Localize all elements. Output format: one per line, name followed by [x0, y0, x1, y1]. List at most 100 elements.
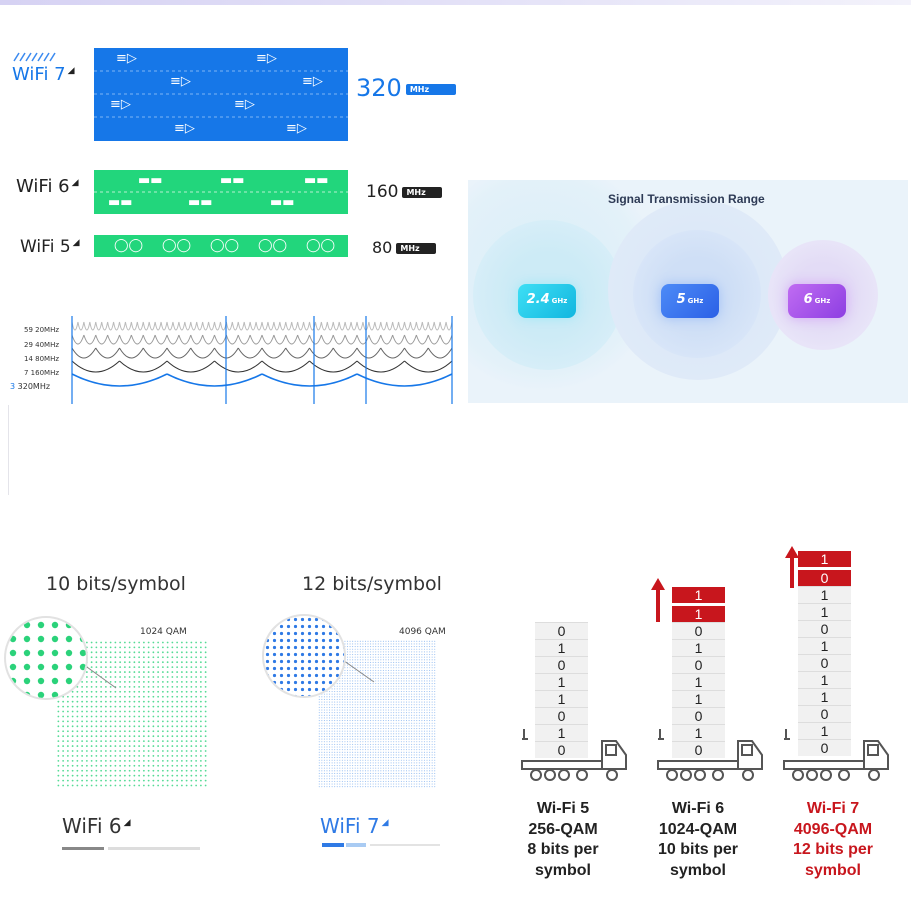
constellation-dot	[418, 714, 420, 716]
constellation-dot	[370, 738, 372, 740]
constellation-dot	[123, 666, 126, 669]
constellation-dot	[328, 783, 331, 785]
constellation-dot	[418, 722, 420, 724]
bicycle-icon: ◯◯	[258, 238, 288, 253]
constellation-dot	[62, 725, 65, 728]
constellation-dot	[85, 676, 88, 678]
constellation-dot	[339, 701, 341, 703]
constellation-dot	[405, 759, 408, 761]
constellation-dot	[423, 730, 426, 732]
constellation-dot	[349, 759, 351, 761]
constellation-dot	[387, 754, 390, 756]
constellation-dot	[431, 725, 433, 727]
constellation-dot	[104, 641, 107, 644]
constellation-dot	[354, 772, 356, 775]
constellation-dot	[364, 725, 367, 727]
constellation-dot	[385, 685, 387, 687]
constellation-dot	[382, 714, 384, 716]
constellation-dot	[346, 693, 349, 695]
constellation-dot	[354, 683, 356, 685]
constellation-dot	[393, 717, 395, 719]
constellation-dot	[385, 693, 387, 695]
constellation-dot	[408, 701, 410, 703]
constellation-dot	[318, 751, 320, 753]
constellation-dot	[161, 759, 164, 762]
constellation-dot	[344, 786, 346, 788]
constellation-dot	[423, 648, 426, 650]
constellation-dot	[328, 759, 331, 761]
constellation-dot	[372, 717, 374, 719]
constellation-dot	[385, 646, 387, 648]
constellation-dot	[357, 675, 359, 677]
constellation-dot	[405, 772, 408, 775]
constellation-dot	[385, 653, 387, 656]
constellation-dot	[123, 735, 126, 738]
constellation-dot	[81, 764, 84, 767]
constellation-dot	[431, 759, 433, 761]
constellation-dot	[180, 759, 183, 762]
constellation-dot	[416, 770, 418, 772]
constellation-dot	[81, 690, 84, 693]
constellation-dot	[119, 676, 122, 678]
constellation-dot	[382, 648, 384, 650]
constellation-dot	[352, 783, 354, 785]
constellation-dot	[400, 749, 402, 751]
constellation-dot	[95, 690, 98, 693]
constellation-dot	[339, 751, 341, 753]
constellation-dot	[362, 643, 364, 645]
constellation-dot	[431, 714, 433, 716]
constellation-dot	[336, 722, 338, 724]
constellation-dot	[393, 672, 395, 674]
constellation-dot	[185, 676, 188, 678]
constellation-dot	[408, 730, 410, 732]
constellation-dot	[171, 705, 174, 708]
constellation-dot	[408, 751, 410, 753]
constellation-dot	[331, 751, 333, 753]
constellation-dot	[180, 710, 183, 713]
constellation-dot	[429, 717, 431, 719]
constellation-dot	[370, 651, 372, 653]
constellation-dot	[272, 673, 277, 678]
constellation-dot	[411, 738, 413, 740]
constellation-dot	[429, 759, 431, 761]
constellation-dot	[331, 743, 333, 745]
constellation-dot	[352, 701, 354, 703]
constellation-dot	[204, 651, 207, 654]
constellation-dot	[51, 635, 59, 643]
constellation-dot	[336, 783, 338, 785]
constellation-dot	[326, 780, 328, 782]
constellation-dot	[286, 617, 291, 622]
constellation-dot	[416, 677, 418, 679]
constellation-dot	[71, 759, 74, 762]
constellation-dot	[423, 640, 426, 642]
constellation-dot	[199, 759, 202, 762]
constellation-dot	[418, 693, 420, 695]
constellation-dot	[37, 649, 45, 657]
constellation-dot	[147, 700, 150, 703]
constellation-dot	[429, 738, 431, 740]
constellation-dot	[62, 740, 65, 743]
constellation-dot	[152, 735, 155, 738]
constellation-dot	[393, 712, 395, 714]
constellation-dot	[328, 767, 331, 769]
constellation-dot	[323, 759, 325, 761]
constellation-dot	[405, 751, 408, 753]
constellation-dot	[157, 690, 160, 693]
constellation-dot	[398, 653, 400, 656]
constellation-dot	[344, 743, 346, 745]
constellation-dot	[370, 696, 372, 698]
constellation-dot	[434, 672, 436, 674]
constellation-dot	[265, 687, 270, 692]
constellation-dot	[161, 681, 164, 683]
constellation-dot	[421, 648, 423, 650]
constellation-dot	[349, 741, 351, 743]
constellation-dot	[387, 680, 390, 682]
constellation-dot	[300, 687, 305, 692]
constellation-dot	[334, 772, 336, 775]
constellation-dot	[377, 772, 379, 775]
constellation-dot	[362, 688, 364, 690]
constellation-dot	[346, 722, 349, 724]
constellation-dot	[431, 706, 433, 708]
constellation-dot	[331, 690, 333, 693]
constellation-dot	[403, 786, 405, 788]
